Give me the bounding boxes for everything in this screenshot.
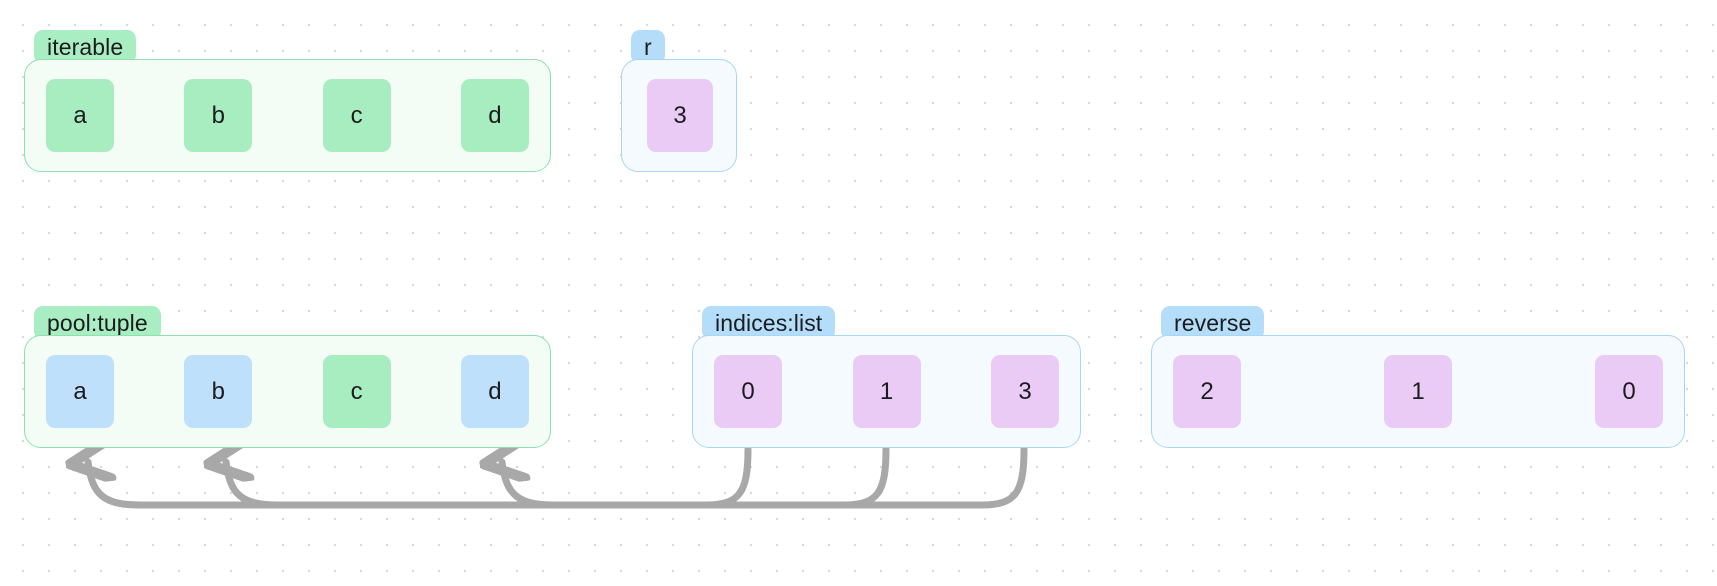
cell-iterable-3[interactable]: d <box>460 79 529 152</box>
arrow-index1-to-pool-b <box>226 449 890 509</box>
group-box-r: 3 <box>621 59 737 172</box>
group-label-r: r <box>631 30 665 64</box>
cell-iterable-0[interactable]: a <box>46 79 114 152</box>
group-box-pool: a b c d <box>24 335 551 448</box>
cell-pool-0[interactable]: a <box>46 355 114 428</box>
group-label-iterable: iterable <box>34 30 137 64</box>
cell-reverse-1[interactable]: 1 <box>1384 355 1452 428</box>
cell-iterable-1[interactable]: b <box>184 79 253 152</box>
cell-indices-1[interactable]: 1 <box>852 355 921 428</box>
group-label-indices: indices:list <box>702 306 836 340</box>
group-box-iterable: a b c d <box>24 59 551 172</box>
cell-pool-1[interactable]: b <box>184 355 253 428</box>
cell-pool-3[interactable]: d <box>460 355 529 428</box>
group-box-reverse: 2 1 0 <box>1151 335 1685 448</box>
arrow-index3-to-pool-d <box>502 449 1028 509</box>
cell-iterable-2[interactable]: c <box>322 79 391 152</box>
cell-reverse-2[interactable]: 0 <box>1595 355 1663 428</box>
cell-indices-0[interactable]: 0 <box>714 355 782 428</box>
group-label-pool: pool:tuple <box>34 306 161 340</box>
cell-indices-2[interactable]: 3 <box>991 355 1059 428</box>
group-label-reverse: reverse <box>1161 306 1265 340</box>
arrow-index0-to-pool-a <box>88 449 752 509</box>
cell-pool-2[interactable]: c <box>322 355 391 428</box>
cell-reverse-0[interactable]: 2 <box>1173 355 1241 428</box>
cell-r-0[interactable]: 3 <box>647 79 713 152</box>
group-box-indices: 0 1 3 <box>692 335 1081 448</box>
